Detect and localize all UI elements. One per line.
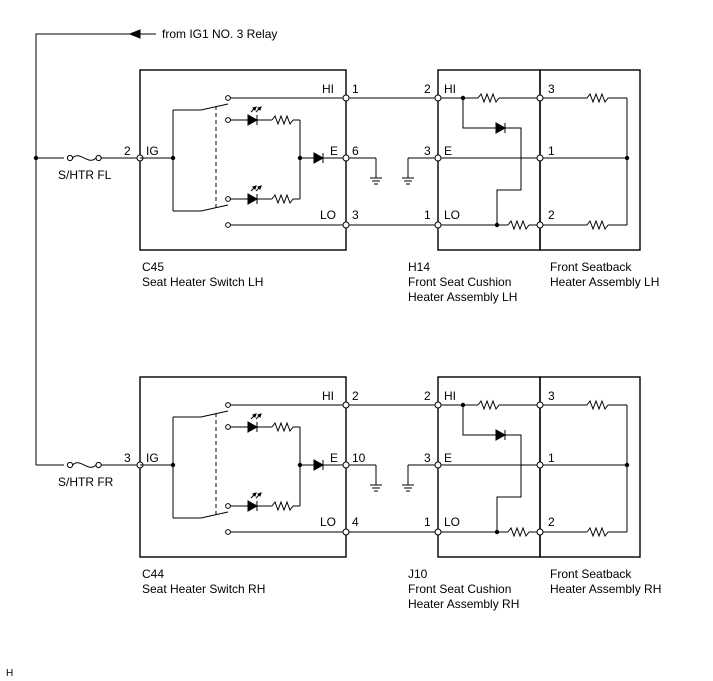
switch-diode-icon (313, 459, 325, 471)
cushion-name-1: Front Seat Cushion (408, 275, 511, 289)
switch-lo-pin: 4 (352, 515, 359, 529)
switch-name: Seat Heater Switch RH (142, 582, 265, 596)
ground-cushion-icon (401, 177, 415, 185)
seatback-pin-mid: 1 (548, 451, 555, 465)
cushion-code: H14 (408, 260, 430, 274)
ground-switch-icon (369, 484, 383, 492)
cushion-heater-hi-icon (477, 93, 500, 103)
switch-lo-label: LO (320, 208, 336, 222)
seatback-name-2: Heater Assembly LH (550, 275, 659, 289)
switch-diode-icon (313, 152, 325, 164)
circuit-lh: S/HTR FL (33, 69, 659, 304)
cushion-hi-label: HI (444, 389, 456, 403)
cushion-name-2: Heater Assembly RH (408, 597, 519, 611)
seatback-pin-top: 3 (548, 82, 555, 96)
switch-e-pin: 10 (352, 451, 366, 465)
switch-hi-label: HI (322, 389, 334, 403)
seatback-pin-mid: 1 (548, 144, 555, 158)
led-resistor-lo-icon (271, 501, 294, 511)
seatback-heater-top-icon (586, 400, 609, 410)
cushion-e-pin: 3 (424, 144, 431, 158)
cushion-code: J10 (408, 567, 428, 581)
indicator-led-hi-icon (247, 413, 262, 433)
seatback-box (539, 376, 641, 558)
cushion-e-pin: 3 (424, 451, 431, 465)
switch-hi-pin: 1 (352, 82, 359, 96)
seatback-heater-bot-icon (586, 527, 609, 537)
seatback-heater-bot-icon (586, 220, 609, 230)
switch-e-label: E (330, 451, 338, 465)
fuse-fl-icon (66, 154, 102, 162)
switch-e-pin: 6 (352, 144, 359, 158)
seatback-box (539, 69, 641, 251)
seatback-pin-bot: 2 (548, 515, 555, 529)
cushion-lo-label: LO (444, 515, 460, 529)
cushion-e-label: E (444, 144, 452, 158)
fuse-label: S/HTR FL (58, 168, 112, 182)
seatback-name-1: Front Seatback (550, 260, 632, 274)
indicator-led-hi-icon (247, 106, 262, 126)
switch-code: C44 (142, 567, 164, 581)
ground-switch-icon (369, 177, 383, 185)
ground-cushion-icon (401, 484, 415, 492)
indicator-led-lo-icon (247, 185, 262, 205)
cushion-hi-pin: 2 (424, 389, 431, 403)
fuse-label: S/HTR FR (58, 475, 114, 489)
switch-name: Seat Heater Switch LH (142, 275, 263, 289)
seatback-name-2: Heater Assembly RH (550, 582, 661, 596)
cushion-e-label: E (444, 451, 452, 465)
cushion-lo-pin: 1 (424, 515, 431, 529)
seatback-pin-top: 3 (548, 389, 555, 403)
switch-ig-label: IG (146, 144, 159, 158)
cushion-name-2: Heater Assembly LH (408, 290, 517, 304)
feed-arrow-icon (128, 29, 141, 39)
seatback-name-1: Front Seatback (550, 567, 632, 581)
corner-mark: H (6, 668, 13, 679)
cushion-box (437, 376, 541, 558)
led-resistor-hi-icon (271, 115, 294, 125)
switch-ig-pin: 2 (124, 144, 131, 158)
cushion-hi-pin: 2 (424, 82, 431, 96)
cushion-lo-label: LO (444, 208, 460, 222)
switch-code: C45 (142, 260, 164, 274)
cushion-lo-pin: 1 (424, 208, 431, 222)
indicator-led-lo-icon (247, 492, 262, 512)
cushion-diode-icon (495, 122, 507, 134)
switch-e-label: E (330, 144, 338, 158)
cushion-diode-icon (495, 429, 507, 441)
switch-hi-pin: 2 (352, 389, 359, 403)
switch-lo-label: LO (320, 515, 336, 529)
source-label: from IG1 NO. 3 Relay (162, 27, 277, 41)
cushion-heater-hi-icon (477, 400, 500, 410)
seatback-pin-bot: 2 (548, 208, 555, 222)
seatback-heater-top-icon (586, 93, 609, 103)
cushion-hi-label: HI (444, 82, 456, 96)
circuit-rh: S/HTR FR (36, 376, 661, 611)
led-resistor-hi-icon (271, 422, 294, 432)
switch-hi-label: HI (322, 82, 334, 96)
switch-ig-pin: 3 (124, 451, 131, 465)
ig1-feed: from IG1 NO. 3 Relay (35, 27, 277, 465)
switch-ig-label: IG (146, 451, 159, 465)
cushion-heater-lo-icon (507, 220, 530, 230)
cushion-box (437, 69, 541, 251)
fuse-fr-icon (66, 461, 102, 469)
cushion-name-1: Front Seat Cushion (408, 582, 511, 596)
cushion-heater-lo-icon (507, 527, 530, 537)
switch-lo-pin: 3 (352, 208, 359, 222)
led-resistor-lo-icon (271, 194, 294, 204)
